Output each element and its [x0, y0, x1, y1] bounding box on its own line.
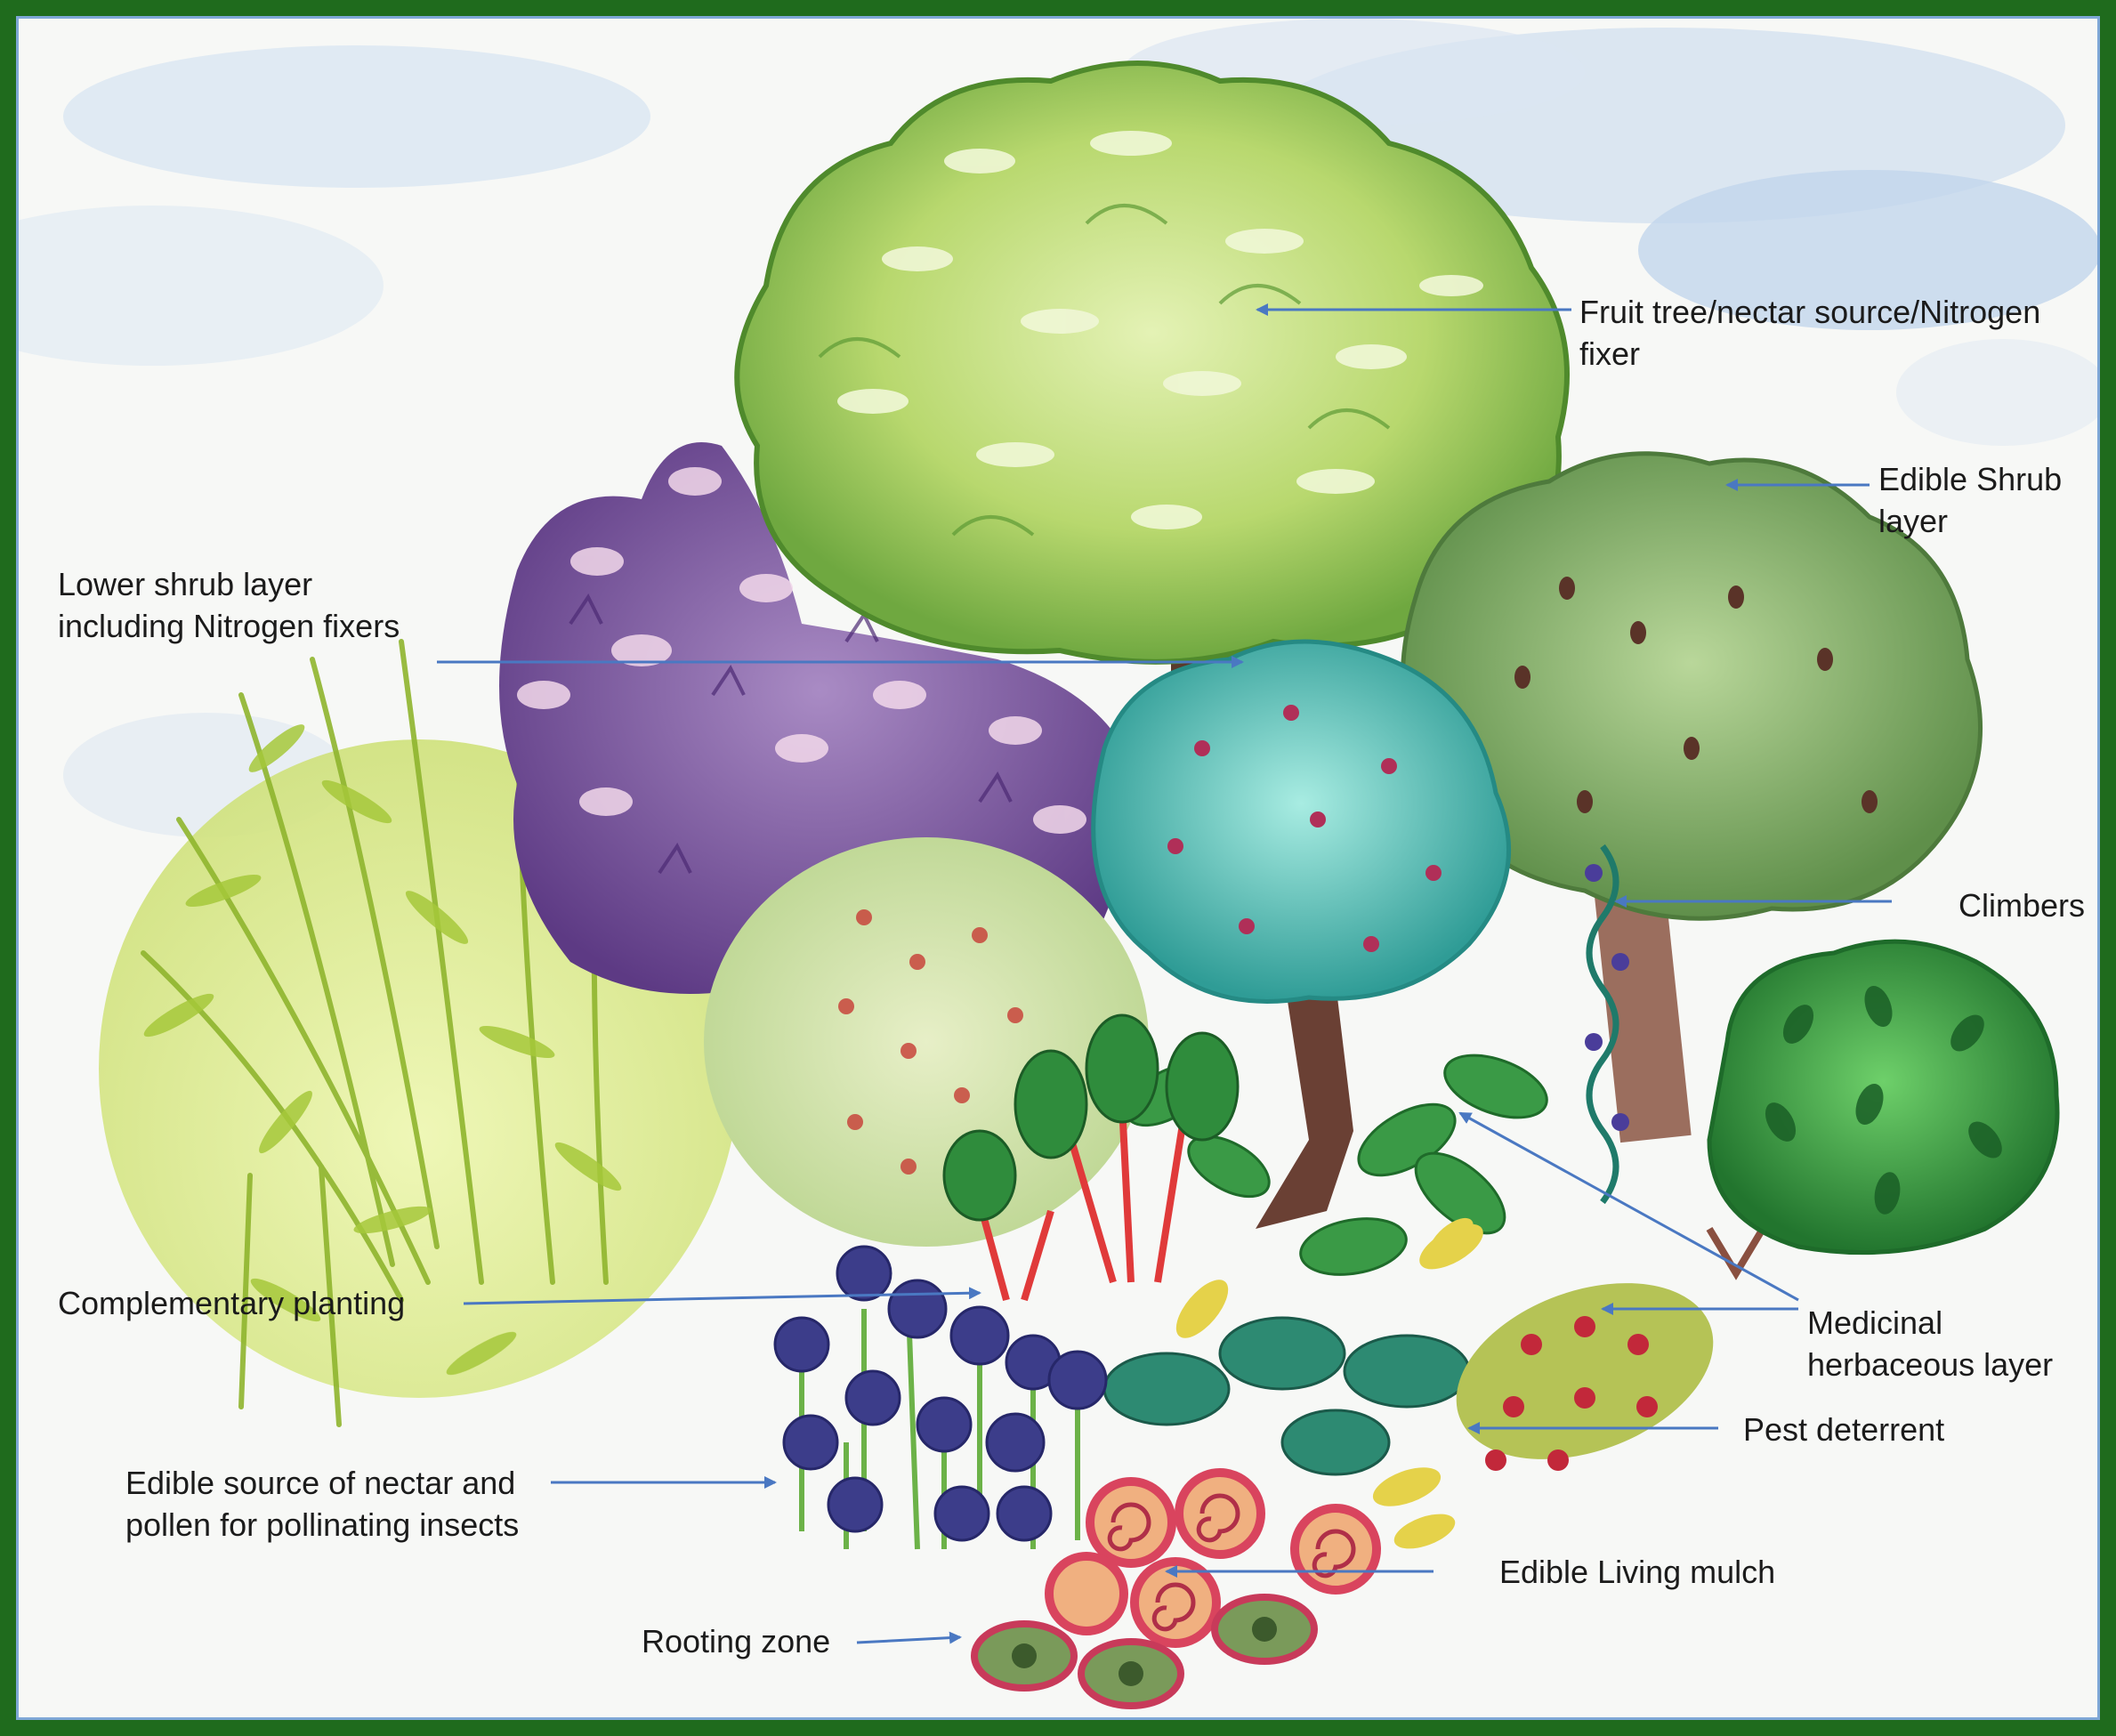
- label-living-mulch: Edible Living mulch: [1499, 1551, 1775, 1593]
- label-fruit-tree-line-1: Fruit tree/nectar source/Nitrogen: [1579, 291, 2040, 333]
- dark-green-bush: [1709, 941, 2057, 1273]
- label-pest-line-1: Pest deterrent: [1743, 1409, 1944, 1450]
- living-mulch: [1049, 1473, 1377, 1643]
- label-edible-nectar-line-2: pollen for pollinating insects: [125, 1504, 519, 1546]
- label-climbers: Climbers: [1959, 884, 2085, 926]
- label-edible-nectar-line-1: Edible source of nectar and: [125, 1462, 519, 1504]
- arrow-rooting: [857, 1637, 960, 1643]
- label-edible-shrub-line-2: layer: [1878, 500, 2062, 542]
- label-medicinal-line-1: Medicinal: [1807, 1302, 2053, 1344]
- forest-garden-illustration: Fruit tree/nectar source/Nitrogen fixer …: [16, 16, 2100, 1720]
- label-edible-nectar: Edible source of nectar and pollen for p…: [125, 1462, 519, 1546]
- allium-flowers: [775, 1247, 1106, 1549]
- label-lower-shrub-line-1: Lower shrub layer: [58, 563, 400, 605]
- label-rooting-line-1: Rooting zone: [642, 1620, 830, 1662]
- label-fruit-tree: Fruit tree/nectar source/Nitrogen fixer: [1579, 291, 2040, 375]
- label-edible-shrub: Edible Shrub layer: [1878, 458, 2062, 542]
- label-lower-shrub: Lower shrub layer including Nitrogen fix…: [58, 563, 400, 647]
- label-complementary: Complementary planting: [58, 1282, 405, 1324]
- label-edible-shrub-line-1: Edible Shrub: [1878, 458, 2062, 500]
- label-rooting: Rooting zone: [642, 1620, 830, 1662]
- label-medicinal: Medicinal herbaceous layer: [1807, 1302, 2053, 1385]
- label-complementary-line-1: Complementary planting: [58, 1282, 405, 1324]
- label-living-mulch-line-1: Edible Living mulch: [1499, 1551, 1775, 1593]
- label-lower-shrub-line-2: including Nitrogen fixers: [58, 605, 400, 647]
- label-medicinal-line-2: herbaceous layer: [1807, 1344, 2053, 1385]
- label-pest: Pest deterrent: [1743, 1409, 1944, 1450]
- label-climbers-line-1: Climbers: [1959, 884, 2085, 926]
- label-fruit-tree-line-2: fixer: [1579, 333, 2040, 375]
